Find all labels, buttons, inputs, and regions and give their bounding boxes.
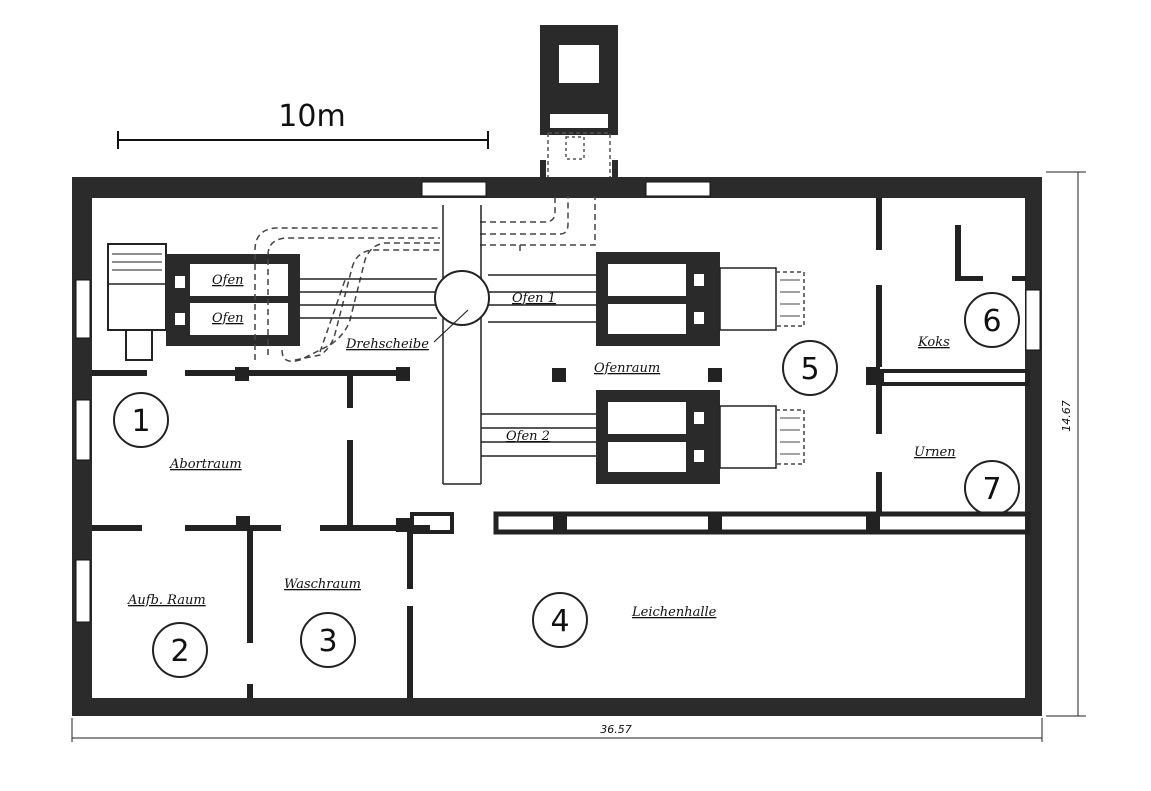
chimney — [540, 25, 618, 182]
room-4-circle — [532, 592, 588, 648]
outer-walls — [72, 177, 1042, 716]
room-5-label: Ofenraum — [594, 361, 660, 376]
dimension-height-label: 14.67 — [1060, 400, 1073, 432]
old-oven-label-top: Ofen — [212, 273, 244, 288]
oven-2 — [596, 390, 805, 484]
room-3-label: Waschraum — [284, 577, 361, 592]
oven-1-label: Ofen 1 — [512, 291, 556, 306]
room-4-label: Leichenhalle — [631, 605, 717, 620]
room-6-number: 6 — [982, 304, 1001, 339]
inner-walls — [92, 198, 1031, 698]
room-2-circle — [152, 622, 208, 678]
room-1-number: 1 — [131, 404, 150, 439]
room-3-number: 3 — [318, 624, 337, 659]
turntable-leader — [433, 309, 469, 343]
room-7-circle — [964, 460, 1020, 516]
scale-bar-label: 10m — [278, 99, 345, 134]
room-3-circle — [300, 612, 356, 668]
room-2-number: 2 — [170, 634, 189, 669]
dimension-width: 36.57 — [71, 718, 1043, 742]
room-5-number: 5 — [800, 352, 819, 387]
room-7-number: 7 — [982, 472, 1001, 507]
oven-1 — [596, 252, 805, 346]
room-5-circle — [782, 340, 838, 396]
room-2-label: Aufb. Raum — [127, 593, 206, 608]
turntable — [434, 270, 490, 326]
scale-bar: 10m — [117, 99, 489, 149]
room-6-circle — [964, 292, 1020, 348]
room-7-label: Urnen — [914, 445, 956, 460]
oven-2-label: Ofen 2 — [506, 429, 550, 444]
rail-tracks — [300, 205, 598, 485]
dimension-height: 14.67 — [1046, 171, 1086, 717]
room-1-label: Abortraum — [169, 457, 242, 472]
turntable-label: Drehscheibe — [345, 337, 429, 352]
old-oven: Ofen Ofen — [107, 243, 300, 361]
room-numbers: 1 2 3 4 5 6 7 — [113, 292, 1020, 678]
room-4-number: 4 — [550, 604, 569, 639]
dimension-width-label: 36.57 — [600, 723, 632, 736]
old-oven-label-bottom: Ofen — [212, 311, 244, 326]
flue-channels — [254, 196, 596, 362]
room-6-label: Koks — [917, 335, 950, 350]
room-1-circle — [113, 392, 169, 448]
